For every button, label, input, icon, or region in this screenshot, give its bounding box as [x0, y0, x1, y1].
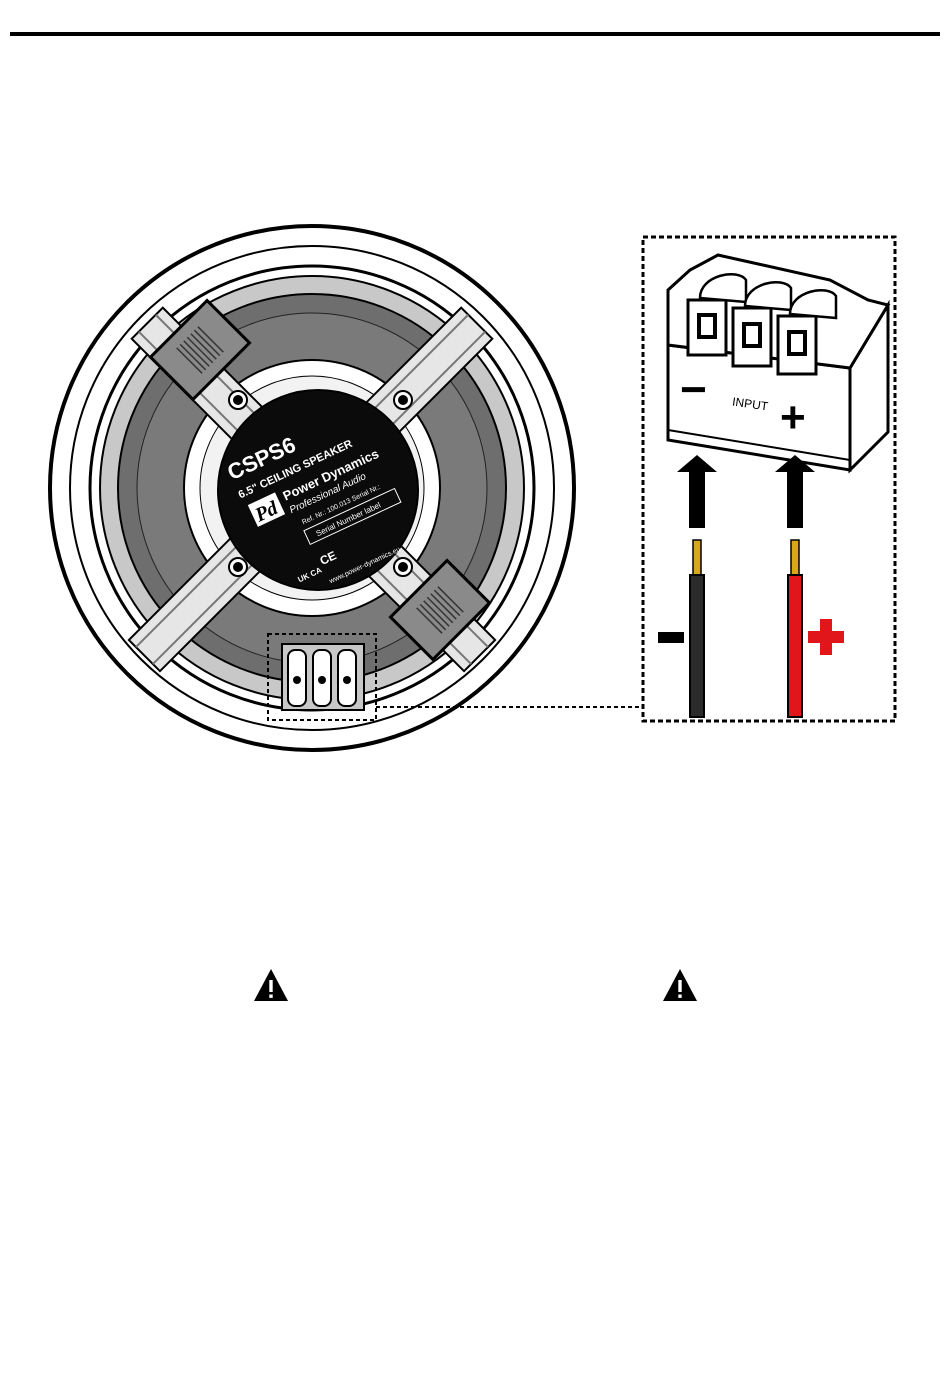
- warning-triangle-icon: [253, 967, 289, 1003]
- terminal-plus-symbol: +: [780, 393, 806, 442]
- terminal-detail: − INPUT +: [643, 237, 895, 721]
- speaker-terminal: [268, 634, 376, 720]
- warning-triangle-icon: [662, 967, 698, 1003]
- speaker-rear-view: CSPS6 6.5" CEILING SPEAKER Power Dynamic…: [50, 226, 643, 750]
- negative-polarity-icon: [658, 632, 684, 643]
- terminal-minus-symbol: −: [680, 363, 707, 415]
